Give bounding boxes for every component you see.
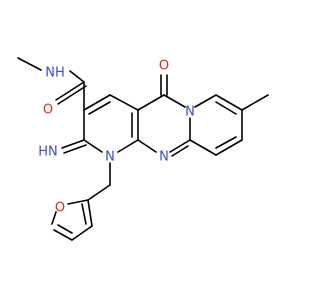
bond xyxy=(163,94,186,108)
bond xyxy=(83,94,111,111)
bond xyxy=(57,224,73,234)
atom-label-o: O xyxy=(55,201,65,216)
bond xyxy=(87,199,93,227)
bond xyxy=(67,199,89,205)
bond xyxy=(241,94,269,111)
atom-label-o: O xyxy=(43,103,53,118)
bond xyxy=(61,139,85,149)
bond xyxy=(88,101,111,115)
bond xyxy=(17,57,42,71)
bond xyxy=(189,139,217,156)
bond xyxy=(83,139,103,153)
bond xyxy=(81,203,87,225)
bond xyxy=(53,229,73,241)
chemical-structure-canvas: NH O O N HN N N O xyxy=(17,57,269,241)
bond xyxy=(71,225,93,241)
bond xyxy=(69,70,85,83)
atom-label-layer: NH O O N HN N N O xyxy=(38,59,195,216)
bond xyxy=(215,101,237,115)
bond xyxy=(109,94,139,111)
atom-label-n: N xyxy=(159,150,169,165)
bond xyxy=(215,94,243,111)
bond xyxy=(215,136,237,149)
bond xyxy=(215,139,243,156)
bond xyxy=(55,81,85,101)
atom-label-hn: HN xyxy=(38,145,58,160)
bond xyxy=(87,184,111,201)
atom-label-n: N xyxy=(185,105,195,120)
bond xyxy=(194,94,217,108)
bond xyxy=(117,139,139,153)
bond xyxy=(171,145,189,157)
molecule-diagram: NH O O N HN N N O xyxy=(17,57,269,241)
bond xyxy=(137,94,165,111)
bond xyxy=(63,144,87,154)
bond xyxy=(57,85,87,105)
bond xyxy=(137,139,157,153)
atom-label-n: N xyxy=(105,150,115,165)
atom-label-o: O xyxy=(159,59,169,74)
atom-label-nh: NH xyxy=(45,66,65,81)
bond xyxy=(169,139,191,153)
bond xyxy=(51,211,57,225)
skeleton-bonds xyxy=(17,57,269,241)
